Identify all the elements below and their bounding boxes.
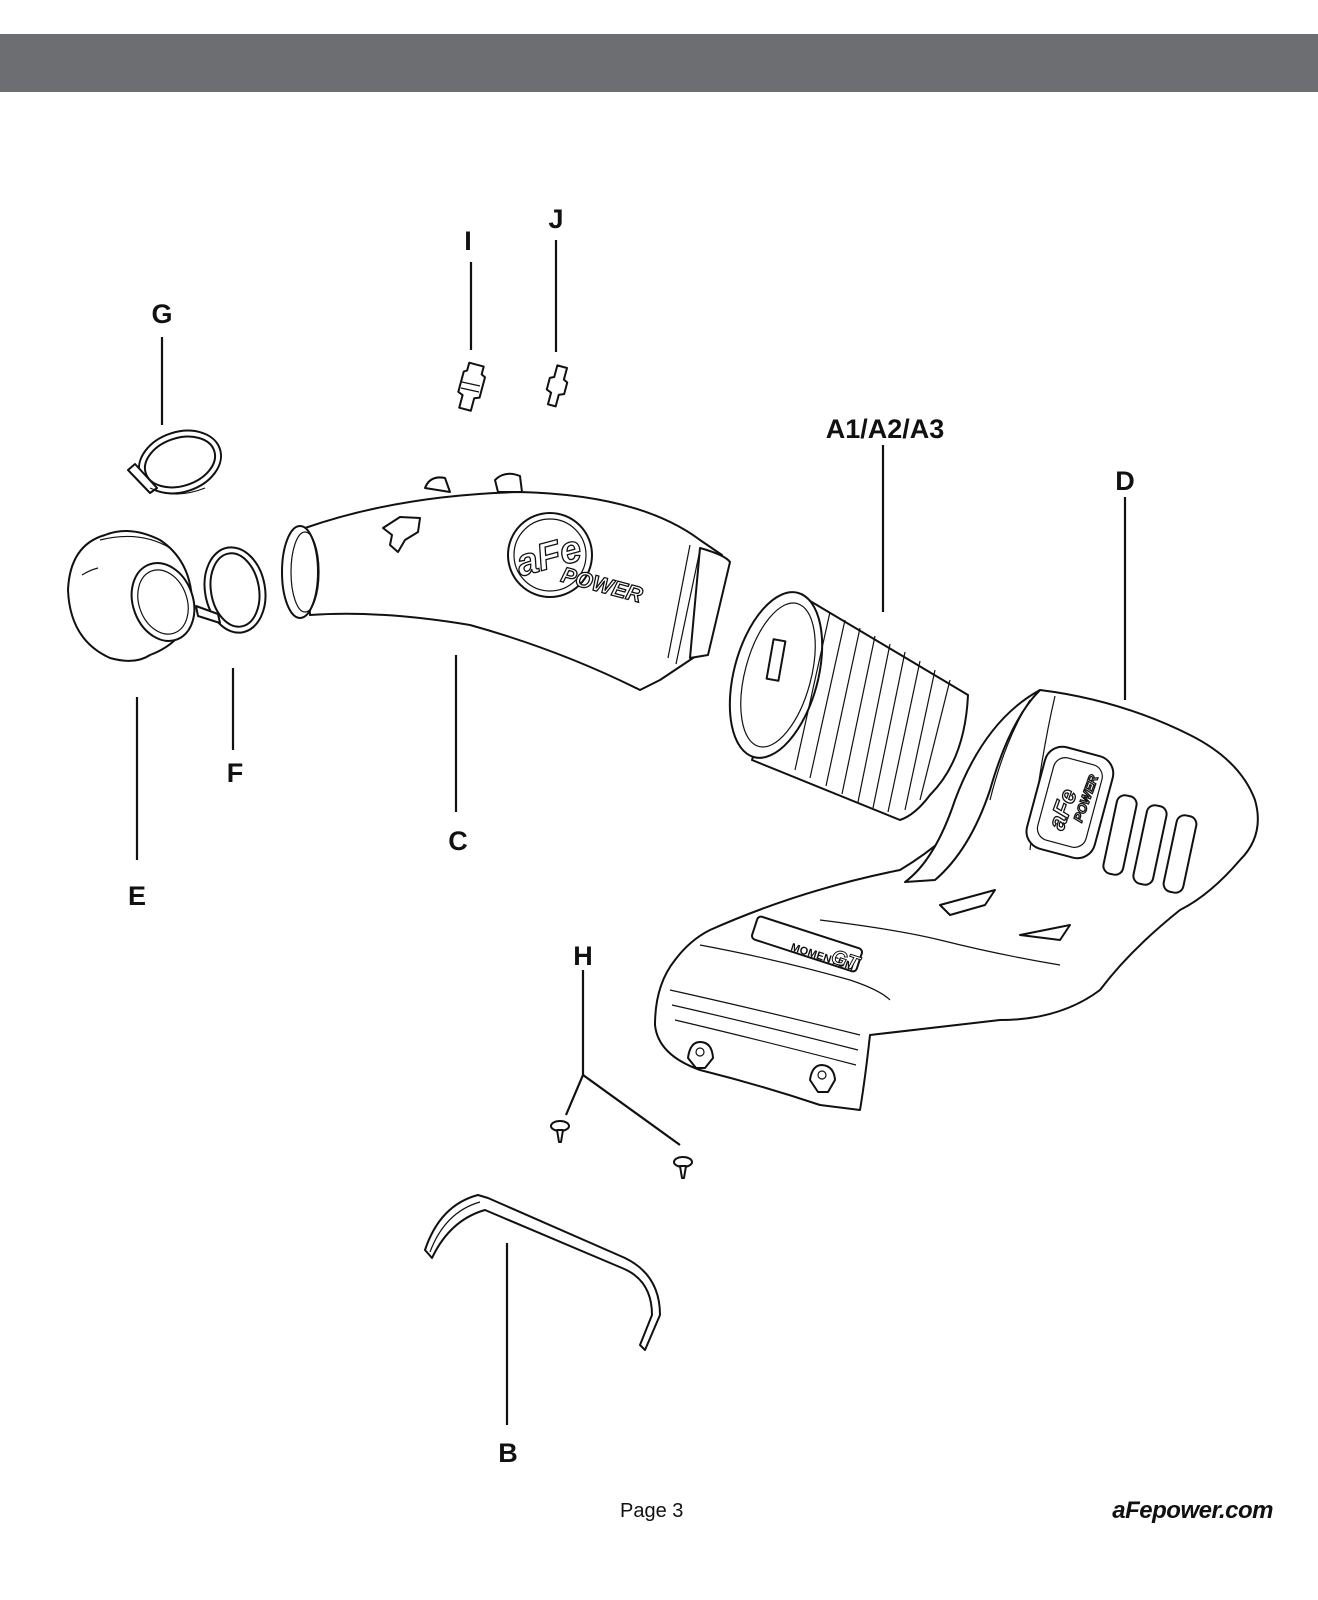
header-bar xyxy=(0,34,1318,92)
part-i-fitting xyxy=(457,361,486,412)
label-c: C xyxy=(448,826,468,856)
website-url: aFepower.com xyxy=(1112,1497,1273,1524)
label-e: E xyxy=(128,881,146,911)
part-e-coupler xyxy=(67,530,196,662)
part-h-push-rivets xyxy=(550,1120,693,1179)
part-f-hose-clamp xyxy=(195,546,267,634)
label-g: G xyxy=(151,299,172,329)
page-number: Page 3 xyxy=(620,1500,684,1522)
label-h: H xyxy=(573,941,593,971)
part-a-air-filter xyxy=(728,591,969,821)
label-f: F xyxy=(227,758,244,788)
label-i: I xyxy=(464,226,472,256)
part-c-intake-tube: aFe POWER xyxy=(281,472,731,691)
label-a: A1/A2/A3 xyxy=(826,414,945,444)
part-labels: G I J A1/A2/A3 D F C E H B xyxy=(128,204,1135,1468)
leader-lines xyxy=(135,240,1127,1425)
label-j: J xyxy=(548,204,563,234)
part-g-hose-clamp xyxy=(127,429,223,495)
label-d: D xyxy=(1115,466,1135,496)
part-j-fitting xyxy=(545,364,569,408)
part-d-air-box: aFe POWER MOMENTUM GT xyxy=(654,689,1259,1111)
part-b-bracket xyxy=(424,1194,661,1351)
filter-pleats xyxy=(794,611,951,813)
label-b: B xyxy=(498,1438,518,1468)
